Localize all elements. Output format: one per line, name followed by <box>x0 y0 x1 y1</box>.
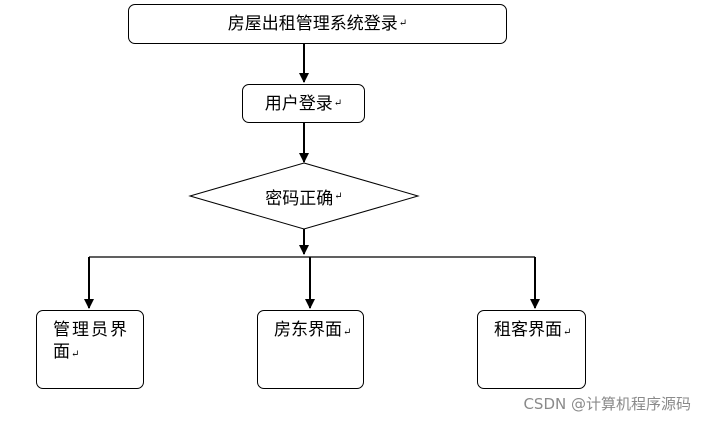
decision-node-label: 密码正确 <box>265 188 334 209</box>
decision-node: 密码正确↵ <box>190 163 418 229</box>
paragraph-mark-icon: ↵ <box>398 18 408 29</box>
csdn-watermark: CSDN @计算机程序源码 <box>523 395 691 413</box>
login-node: 用户登录↵ <box>242 84 365 123</box>
admin-node-label-line2: 面 <box>53 342 70 362</box>
admin-node-label-line1: 管理员界 <box>53 320 129 340</box>
landlord-node-label: 房东界面 <box>274 320 342 340</box>
admin-node: 管理员界 面↵ <box>36 310 144 389</box>
landlord-node: 房东界面↵ <box>257 310 364 389</box>
title-node-label: 房屋出租管理系统登录 <box>227 14 398 34</box>
paragraph-mark-icon: ↵ <box>333 97 343 109</box>
paragraph-mark-icon: ↵ <box>343 327 352 338</box>
paragraph-mark-icon: ↵ <box>71 349 80 360</box>
tenant-node: 租客界面↵ <box>477 310 586 389</box>
title-node: 房屋出租管理系统登录↵ <box>128 4 507 44</box>
paragraph-mark-icon: ↵ <box>334 190 343 202</box>
tenant-node-label: 租客界面 <box>494 320 562 340</box>
paragraph-mark-icon: ↵ <box>563 327 572 338</box>
login-node-label: 用户登录 <box>264 93 333 114</box>
